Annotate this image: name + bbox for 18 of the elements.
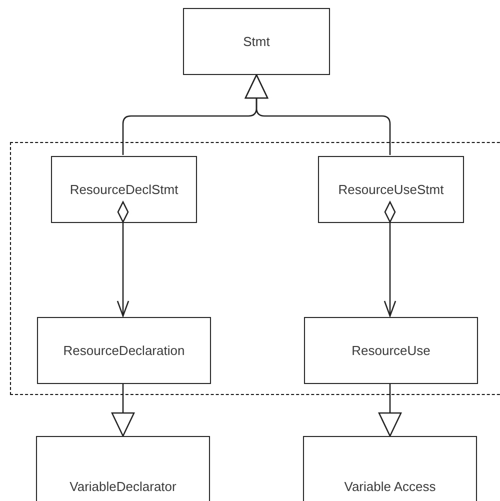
inheritance-arrow — [111, 383, 135, 437]
class-name: ResourceUseStmt — [338, 182, 444, 197]
inheritance-arrow — [244, 74, 391, 155]
inheritance-arrow — [378, 383, 402, 437]
class-box — [183, 8, 330, 75]
class-name: Variable Access — [344, 478, 436, 494]
dashed-group-frame — [10, 142, 500, 395]
class-box — [51, 156, 197, 223]
class-name: ResourceUse — [352, 343, 430, 358]
aggregation-arrow — [116, 201, 130, 317]
class-box — [304, 317, 478, 384]
aggregation-arrow — [384, 201, 396, 317]
class-name: ResourceDeclaration — [63, 343, 185, 358]
class-box — [318, 156, 464, 223]
class-box — [37, 317, 211, 384]
class-name: ResourceDeclStmt — [70, 182, 178, 197]
class-name: Stmt — [243, 34, 270, 49]
class-name: VariableDeclarator — [70, 478, 176, 494]
